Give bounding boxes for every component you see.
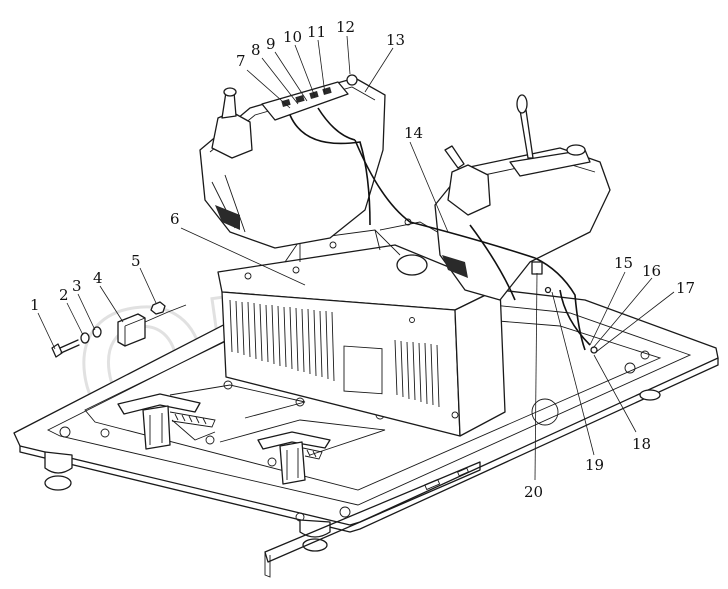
callout-11: 11 (307, 23, 326, 41)
callout-2: 2 (59, 286, 69, 304)
callout-1: 1 (30, 296, 40, 314)
callout-8: 8 (251, 41, 261, 59)
callout-19: 19 (585, 456, 604, 474)
callout-16: 16 (642, 262, 661, 280)
floor-plates (169, 380, 386, 467)
callout-7: 7 (236, 52, 246, 70)
callout-labels: 1 2 3 4 5 6 7 8 9 10 11 12 13 14 15 16 1… (30, 18, 695, 501)
left-armrest-console (199, 74, 386, 249)
callout-15: 15 (614, 254, 633, 272)
callout-6: 6 (170, 210, 180, 228)
callout-10: 10 (283, 28, 302, 46)
right-slide-rail (257, 431, 331, 485)
callout-4: 4 (93, 269, 103, 287)
control-box (217, 218, 506, 437)
leader-lines (37, 35, 675, 481)
callout-20: 20 (524, 483, 543, 501)
right-armrest-console (434, 94, 611, 301)
callout-5: 5 (131, 252, 141, 270)
callout-13: 13 (386, 31, 405, 49)
callout-18: 18 (632, 435, 651, 453)
callout-17: 17 (676, 279, 695, 297)
callout-3: 3 (72, 277, 82, 295)
left-slide-rail (117, 393, 216, 450)
callout-12: 12 (336, 18, 355, 36)
callout-9: 9 (266, 35, 276, 53)
callout-14: 14 (404, 124, 423, 142)
wiring-harness (289, 107, 598, 354)
